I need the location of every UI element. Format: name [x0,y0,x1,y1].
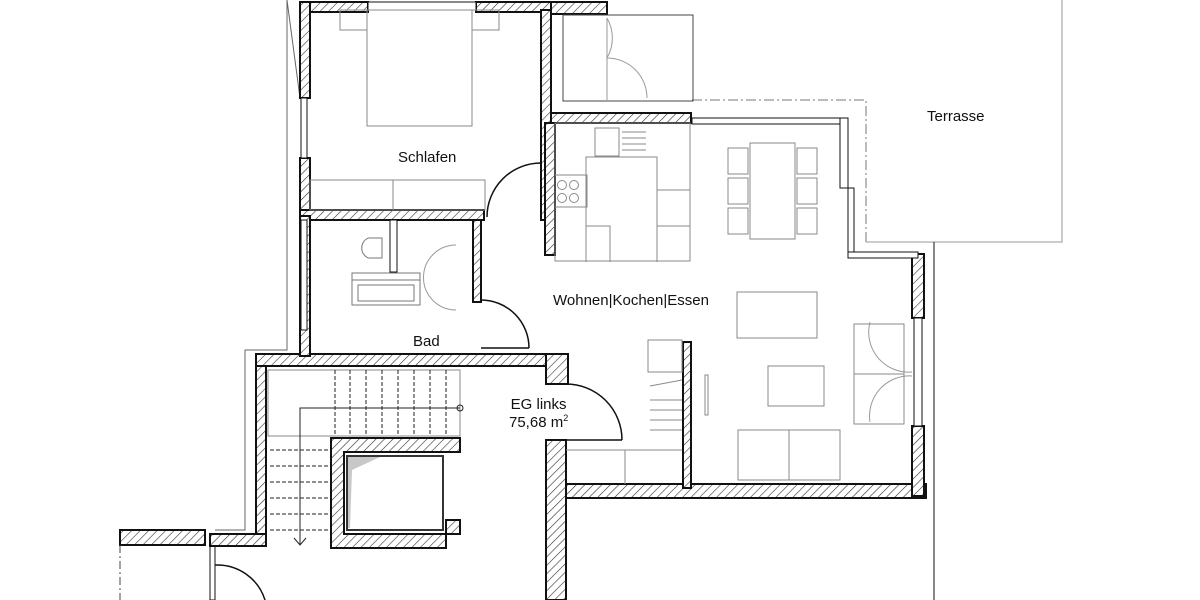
storage-outline [562,14,694,102]
bedroom-furniture [309,9,500,211]
elevator-shade [348,457,380,528]
unit-label: EG links 75,68 m2 [509,396,568,432]
room-label-terrasse: Terrasse [927,108,985,125]
walls [119,1,927,600]
unit-name: EG links [510,396,567,413]
lower-window [209,545,216,600]
room-label-wohnen: Wohnen|Kochen|Essen [553,292,709,309]
bathroom-fixtures [351,219,421,306]
room-label-schlafen: Schlafen [398,149,457,166]
doors [214,162,623,600]
kitchen-furniture [554,122,691,262]
windows [300,1,935,600]
facade-lines [215,0,301,531]
elevator-cabin [346,455,444,531]
terrace-outline [692,0,1063,243]
room-label-bad: Bad [413,333,440,350]
living-furniture [566,291,905,484]
dining-table [727,142,818,240]
stairs [267,369,464,546]
unit-area: 75,68 m2 [509,413,569,432]
